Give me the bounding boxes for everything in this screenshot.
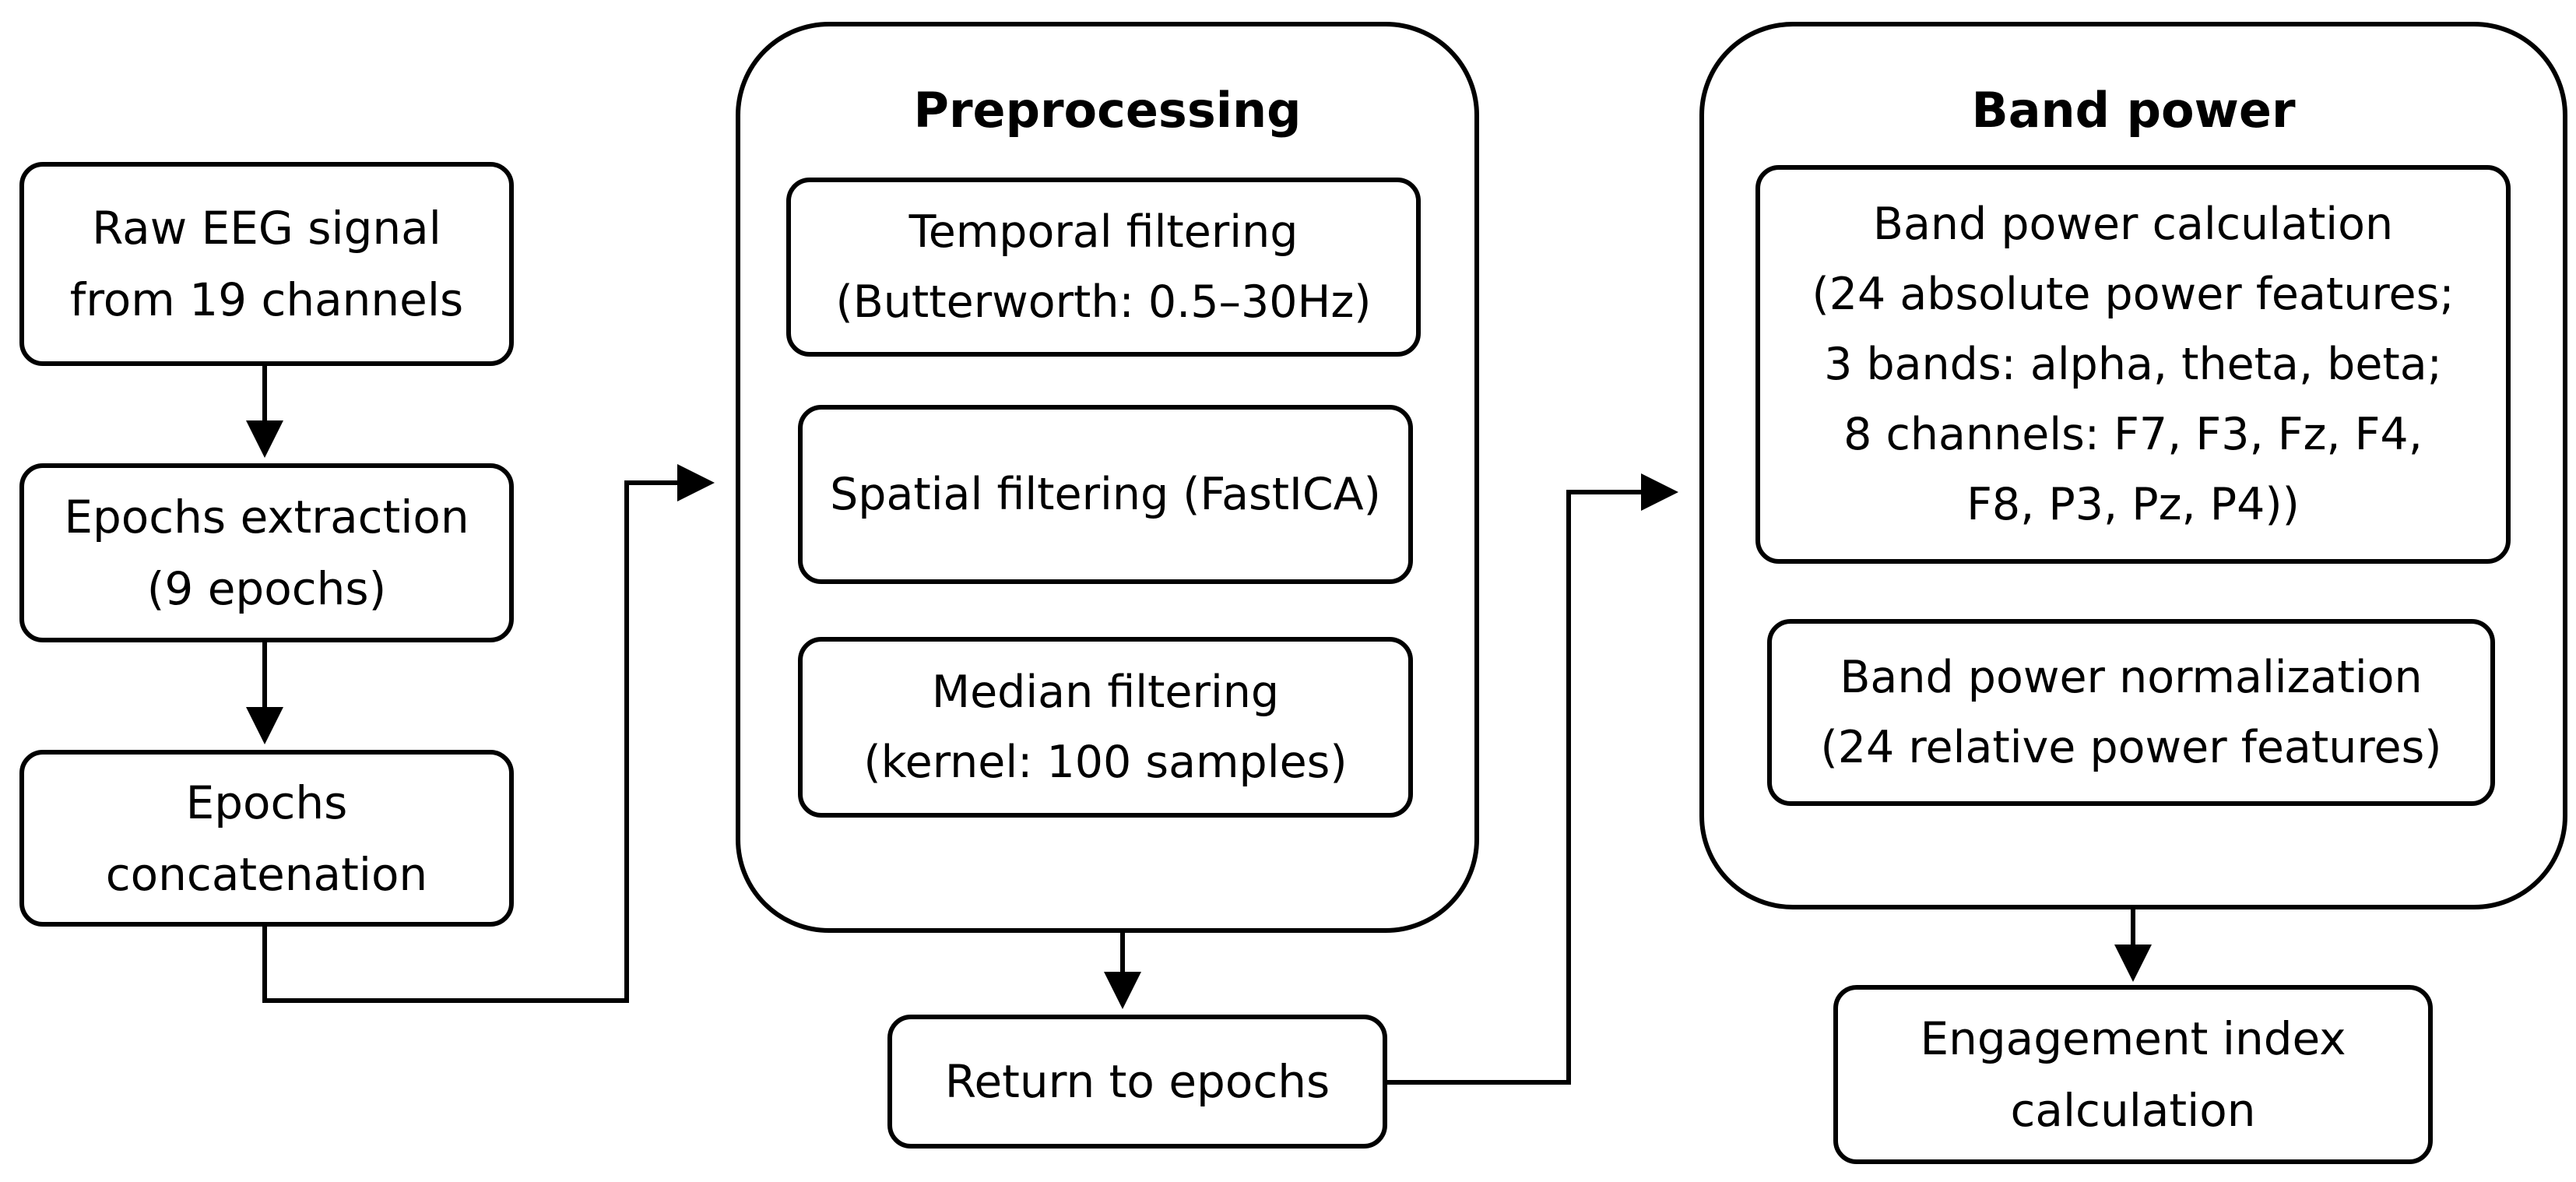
return-to-epochs-box: Return to epochs — [887, 1015, 1387, 1149]
epochs-concatenation-box: Epochs concatenation — [19, 750, 514, 927]
engagement-index-box: Engagement index calculation — [1833, 985, 2433, 1164]
band-power-title: Band power — [1971, 82, 2296, 139]
band-power-calculation-label: Band power calculation (24 absolute powe… — [1812, 199, 2455, 530]
spatial-filtering-box: Spatial filtering (FastICA) — [798, 405, 1413, 584]
band-power-calculation-box: Band power calculation (24 absolute powe… — [1755, 165, 2511, 564]
band-power-normalization-label: Band power normalization (24 relative po… — [1820, 652, 2442, 773]
spatial-filtering-label: Spatial filtering (FastICA) — [830, 469, 1381, 520]
raw-eeg-signal-label: Raw EEG signal from 19 channels — [69, 202, 464, 326]
preprocessing-title: Preprocessing — [913, 82, 1302, 139]
engagement-index-label: Engagement index calculation — [1920, 1012, 2346, 1137]
epochs-extraction-box: Epochs extraction (9 epochs) — [19, 463, 514, 642]
arrow-concatenation-to-preprocessing — [262, 464, 715, 1003]
temporal-filtering-box: Temporal filtering (Butterworth: 0.5–30H… — [786, 178, 1421, 357]
raw-eeg-signal-box: Raw EEG signal from 19 channels — [19, 162, 514, 366]
median-filtering-label: Median filtering (kernel: 100 samples) — [863, 667, 1348, 788]
median-filtering-box: Median filtering (kernel: 100 samples) — [798, 637, 1413, 818]
band-power-normalization-box: Band power normalization (24 relative po… — [1767, 619, 2495, 806]
temporal-filtering-label: Temporal filtering (Butterworth: 0.5–30H… — [835, 206, 1372, 328]
arrow-return-to-bandpower — [1387, 473, 1678, 1085]
epochs-concatenation-label: Epochs concatenation — [105, 776, 428, 901]
epochs-extraction-label: Epochs extraction (9 epochs) — [64, 491, 469, 615]
return-to-epochs-label: Return to epochs — [944, 1055, 1330, 1108]
